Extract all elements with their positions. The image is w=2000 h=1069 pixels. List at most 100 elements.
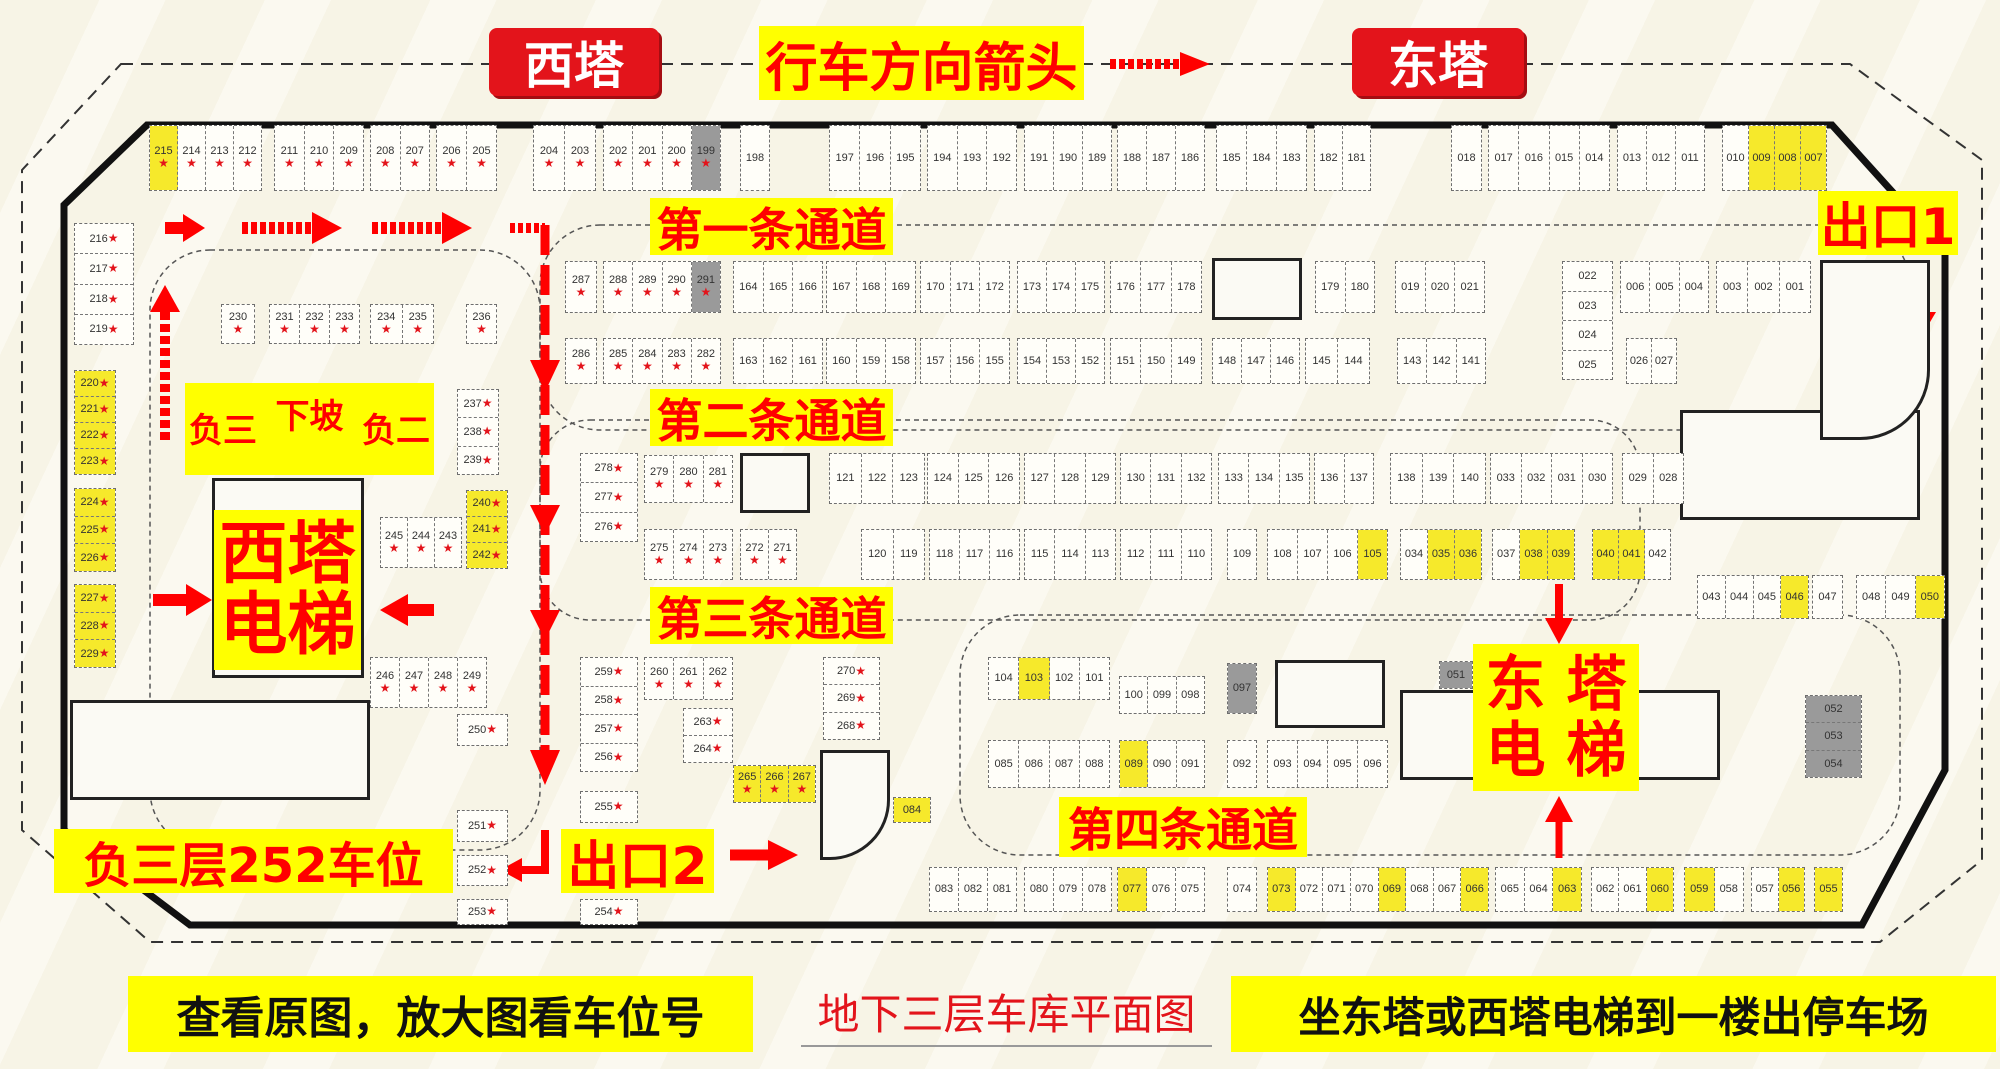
star-icon: ★ <box>543 156 555 171</box>
stall-number: 167 <box>832 280 851 293</box>
parking-stall: 199★ <box>691 126 720 190</box>
stall-number: 215 <box>154 145 173 158</box>
star-icon: ★ <box>575 359 587 374</box>
ramp-b3-label: 负三 <box>189 411 257 451</box>
stall-number: 157 <box>926 354 945 367</box>
parking-stall: 184 <box>1247 126 1277 190</box>
parking-stall: 265★ <box>734 766 762 802</box>
parking-stall: 280★ <box>674 456 704 502</box>
parking-stall: 085 <box>989 741 1020 787</box>
star-icon: ★ <box>641 285 653 300</box>
parking-stall: 250★ <box>458 715 507 745</box>
stall-number: 281 <box>708 466 727 479</box>
parking-stall: 201★ <box>633 126 663 190</box>
stall-number: 101 <box>1085 672 1104 685</box>
west-elevator-line2: 电梯 <box>219 586 356 665</box>
stall-number: 025 <box>1578 358 1597 371</box>
parking-stall: 231★ <box>270 305 300 343</box>
west-elevator-label: 西塔 电梯 <box>214 510 361 670</box>
parking-stall: 286★ <box>566 339 596 383</box>
parking-stall: 121 <box>830 454 862 503</box>
parking-stall: 257★ <box>581 715 637 744</box>
star-icon: ★ <box>476 156 487 171</box>
stall-number: 217 <box>89 262 108 275</box>
parking-stall: 016 <box>1519 126 1550 190</box>
parking-stall: 191 <box>1025 126 1054 190</box>
parking-stall: 234★ <box>371 305 403 343</box>
parking-stall: 264★ <box>684 736 732 762</box>
stall-number: 117 <box>965 548 984 561</box>
east-elevator-line1: 东 塔 <box>1485 649 1627 720</box>
stall-number: 045 <box>1757 590 1777 603</box>
star-icon: ★ <box>309 322 320 337</box>
parking-stall: 058 <box>1715 868 1744 911</box>
stall-number: 056 <box>1782 883 1801 896</box>
parking-stall: 237★ <box>458 390 498 419</box>
stall-number: 018 <box>1457 151 1476 164</box>
stall-number: 072 <box>1299 883 1319 896</box>
stall-number: 006 <box>1625 280 1645 293</box>
ramp-down-label: 下坡 <box>275 397 344 437</box>
stall-number: 279 <box>649 466 669 479</box>
star-icon: ★ <box>158 156 169 171</box>
parking-stall: 251★ <box>458 811 507 841</box>
stall-number: 164 <box>739 280 758 293</box>
stall-number: 014 <box>1585 151 1604 164</box>
parking-stall: 254★ <box>581 900 637 924</box>
stall-number: 026 <box>1629 354 1649 367</box>
star-icon: ★ <box>749 552 760 567</box>
stall-group: 251★ <box>457 810 508 842</box>
stall-number: 121 <box>836 472 855 485</box>
stall-number: 250 <box>467 723 487 736</box>
stall-number: 102 <box>1054 672 1074 685</box>
parking-stall: 090 <box>1148 741 1177 787</box>
stall-number: 239 <box>463 454 482 467</box>
stall-number: 137 <box>1349 472 1368 485</box>
stall-number: 098 <box>1181 688 1200 701</box>
star-icon: ★ <box>641 156 653 171</box>
star-icon: ★ <box>574 156 586 171</box>
parking-stall: 258★ <box>581 687 637 715</box>
stall-number: 201 <box>638 145 657 158</box>
stall-number: 202 <box>608 145 628 158</box>
parking-stall: 146 <box>1271 339 1299 383</box>
parking-stall: 225★ <box>75 516 115 545</box>
parking-stall: 228★ <box>75 612 115 641</box>
stall-number: 078 <box>1087 883 1107 896</box>
stall-number: 221 <box>80 403 99 416</box>
stall-number: 241 <box>472 523 491 536</box>
stall-number: 112 <box>1126 548 1145 561</box>
stall-number: 287 <box>571 274 591 287</box>
stall-number: 021 <box>1460 280 1479 293</box>
parking-stall: 086 <box>1019 741 1050 787</box>
parking-stall: 083 <box>930 868 959 911</box>
star-icon: ★ <box>671 156 682 171</box>
parking-stall: 224★ <box>75 489 115 517</box>
star-icon: ★ <box>683 676 694 691</box>
parking-stall: 271★ <box>769 530 796 579</box>
parking-stall: 036 <box>1455 530 1481 579</box>
parking-stall: 029 <box>1623 454 1654 503</box>
parking-stall: 163 <box>734 339 764 383</box>
parking-stall: 123 <box>893 454 924 503</box>
stall-number: 172 <box>985 280 1004 293</box>
parking-stall: 096 <box>1358 741 1387 787</box>
stall-number: 124 <box>933 472 953 485</box>
stall-number: 009 <box>1752 151 1771 164</box>
parking-stall: 139 <box>1423 454 1455 503</box>
parking-stall: 266★ <box>761 766 789 802</box>
parking-stall: 236★ <box>467 305 496 343</box>
parking-stall: 030 <box>1583 454 1613 503</box>
parking-stall: 166 <box>793 262 822 312</box>
parking-stall: 017 <box>1489 126 1520 190</box>
